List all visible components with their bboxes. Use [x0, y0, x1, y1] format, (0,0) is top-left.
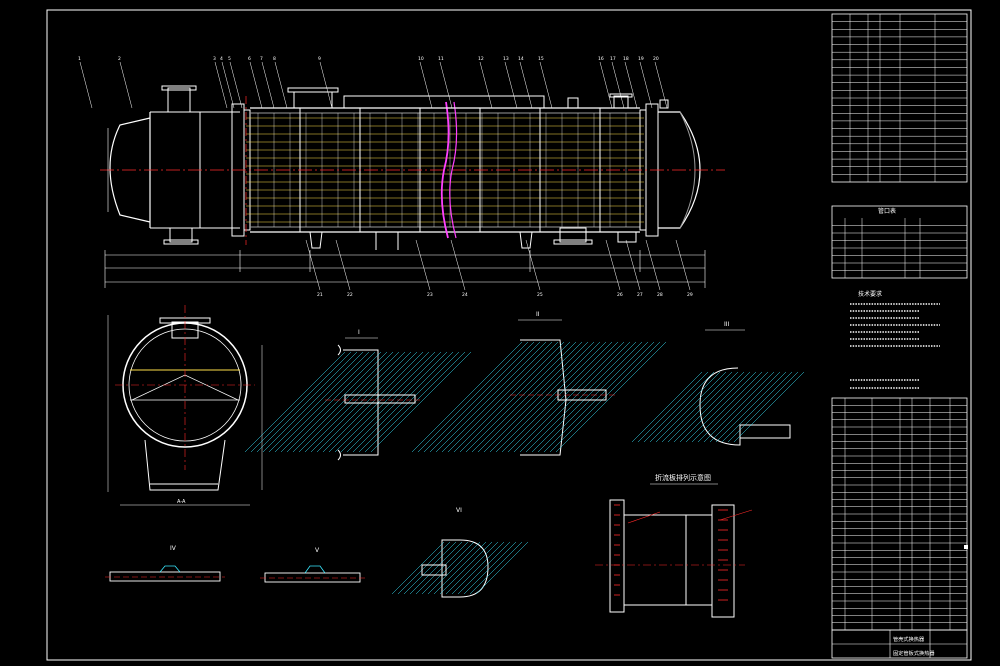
technical-notes: 技术要求 — [850, 290, 940, 389]
leader-number: 2 — [118, 56, 121, 62]
leader-number: 25 — [537, 292, 543, 298]
sheet-border — [46, 9, 972, 661]
detail-vi-label: VI — [456, 507, 462, 514]
title-block: 管壳式换热器 固定管板式换热器 — [831, 629, 968, 659]
title-block-line1: 管壳式换热器 — [893, 635, 925, 643]
leader-number: 11 — [438, 56, 444, 62]
leader-number: 5 — [228, 56, 231, 62]
leader-number: 20 — [653, 56, 659, 62]
leader-number: 8 — [273, 56, 276, 62]
baffle-arrangement-view: 折流板排列示意图 — [595, 473, 753, 618]
leader-number: 7 — [260, 56, 263, 62]
nozzle-table: 管口表 — [831, 205, 968, 279]
baffle-arrangement-title: 折流板排列示意图 — [655, 473, 711, 482]
leader-number: 29 — [687, 292, 693, 298]
leader-number: 15 — [538, 56, 544, 62]
detail-i-view: I — [244, 329, 472, 461]
tube-bundle — [246, 117, 644, 223]
detail-i-label: I — [358, 329, 360, 336]
heat-exchanger-elevation — [79, 61, 725, 291]
leader-number: 6 — [248, 56, 251, 62]
design-data-table — [831, 13, 968, 183]
leader-number: 22 — [347, 292, 353, 298]
detail-v-label: V — [315, 547, 320, 554]
detail-iv-view: IV — [105, 545, 225, 582]
notes-heading: 技术要求 — [858, 290, 882, 298]
title-block-line2: 固定管板式换热器 — [893, 649, 935, 657]
frame-mark — [964, 545, 968, 549]
leader-number: 12 — [478, 56, 484, 62]
detail-iii-view: III — [631, 321, 805, 446]
leader-number: 4 — [220, 56, 223, 62]
leader-number: 21 — [317, 292, 323, 298]
leader-number: 17 — [610, 56, 616, 62]
leader-number: 23 — [427, 292, 433, 298]
detail-iii-label: III — [724, 321, 730, 328]
leader-number: 16 — [598, 56, 604, 62]
section-a-a-view: A-A — [107, 305, 263, 506]
detail-iv-label: IV — [170, 545, 177, 552]
leader-number: 27 — [637, 292, 643, 298]
leader-number: 9 — [318, 56, 321, 62]
leader-number: 26 — [617, 292, 623, 298]
detail-ii-view: II — [411, 311, 667, 456]
detail-v-view: V — [260, 547, 365, 583]
leader-number: 3 — [213, 56, 216, 62]
leader-number: 28 — [657, 292, 663, 298]
leader-number: 14 — [518, 56, 524, 62]
leader-number: 13 — [503, 56, 509, 62]
leader-number: 10 — [418, 56, 424, 62]
parts-list-table — [831, 397, 968, 631]
baffle-plates — [257, 108, 627, 232]
detail-ii-label: II — [536, 311, 540, 318]
section-a-a-label: A-A — [177, 499, 186, 505]
nozzle-table-heading: 管口表 — [878, 207, 896, 215]
leader-number: 1 — [78, 56, 81, 62]
detail-vi-view: VI — [391, 507, 529, 598]
leader-number: 19 — [638, 56, 644, 62]
leader-number: 18 — [623, 56, 629, 62]
leader-number: 24 — [462, 292, 468, 298]
